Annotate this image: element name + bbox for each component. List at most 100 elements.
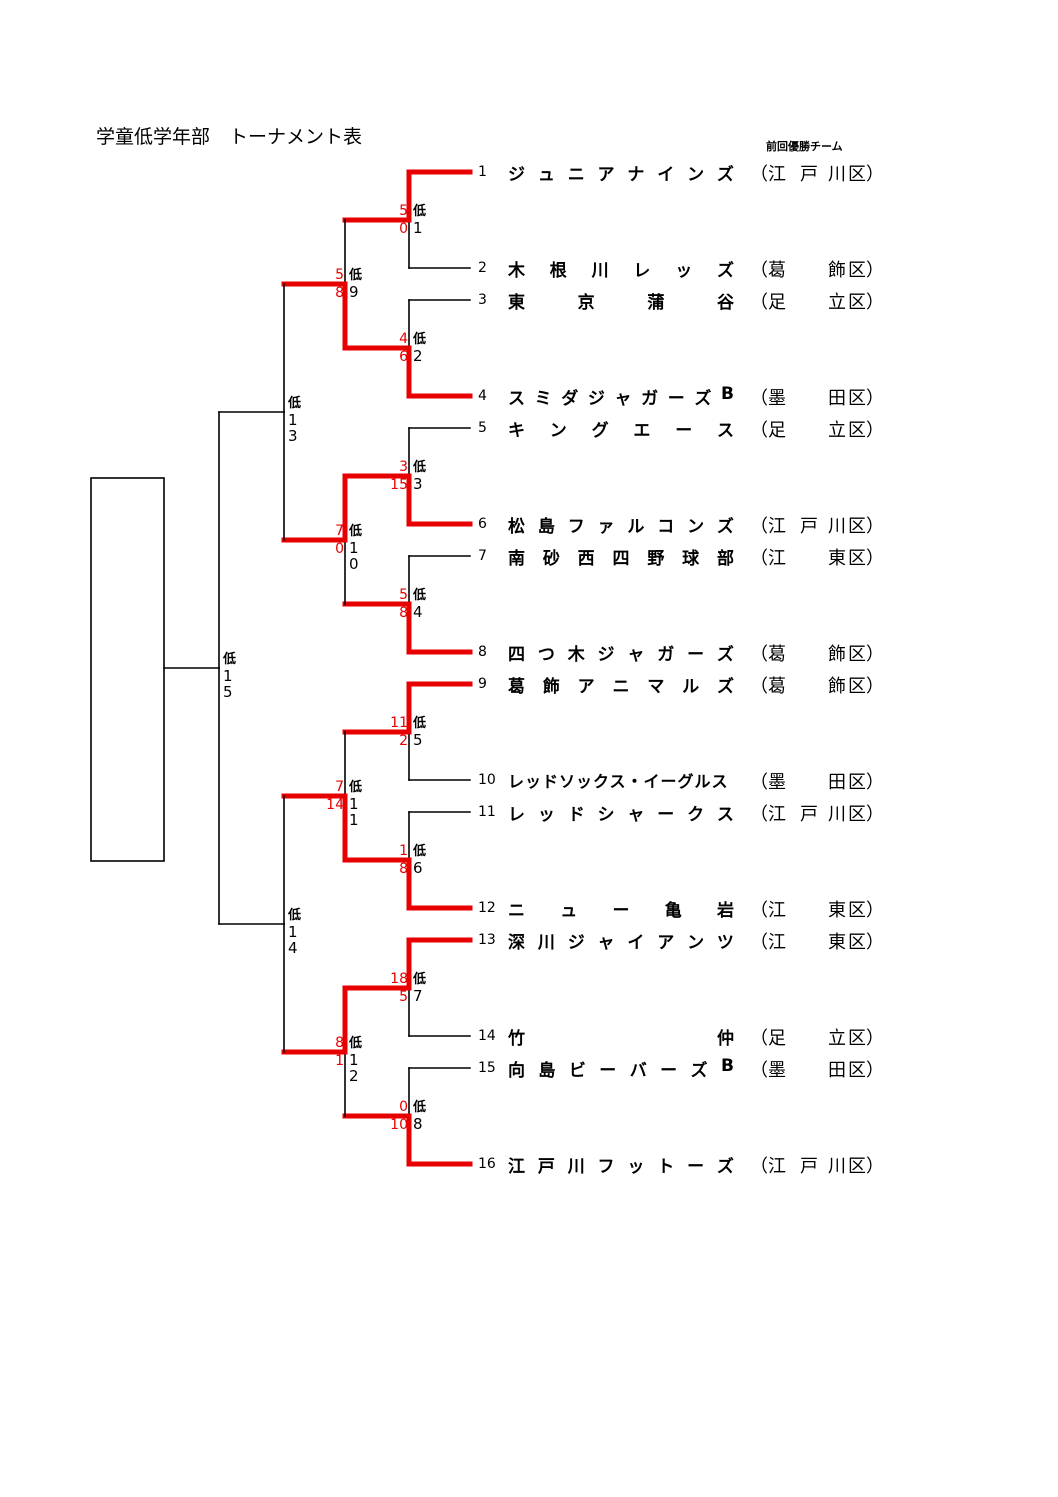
team-name: 木根川レッズ [508, 256, 734, 281]
ward-char: （ [750, 900, 768, 921]
game-number: 6 [413, 859, 423, 877]
team-name-char: ニ [612, 677, 630, 697]
team-name-char: ュ [560, 901, 578, 921]
team-name-char: ニ [567, 165, 585, 185]
team-name-char: ズ [694, 389, 712, 409]
team-name-char: ダ [561, 389, 579, 409]
division-mark: 低 [413, 972, 427, 987]
team-name-char: ャ [627, 805, 645, 825]
team-name-char: 川 [591, 261, 609, 281]
team-name-char: 亀 [664, 901, 682, 921]
team-name-char: ジ [567, 933, 585, 953]
ward-char: 戸 [800, 804, 818, 825]
division-mark: 低 [413, 588, 427, 603]
team-name-char: 木 [508, 261, 525, 281]
team-name-char: ー [612, 901, 630, 921]
game-number: 4 [288, 939, 298, 957]
team-name: 東京蒲谷 [508, 288, 734, 313]
team-name: 松島ファルコンズ [508, 512, 734, 537]
team-name-char: ニ [508, 901, 525, 921]
game-number: 1 [288, 411, 298, 429]
team-name-char: ズ [716, 677, 734, 697]
team-name-char: コ [657, 517, 675, 537]
game-number: 0 [349, 555, 359, 573]
ward-char: （ [750, 644, 768, 665]
ward-char: 区） [848, 548, 884, 569]
ward-char: 川 [828, 164, 846, 185]
team-name-char: 戸 [537, 1157, 555, 1177]
division-mark: 低 [349, 524, 363, 539]
score-bottom: 6 [399, 349, 408, 365]
game-number: 2 [413, 347, 423, 365]
team-name-char: ー [599, 1061, 617, 1081]
ward-char: 江 [768, 1156, 786, 1177]
team-name-char: ン [687, 517, 705, 537]
ward-char: 田 [828, 772, 846, 793]
team-name-char: ジ [597, 645, 615, 665]
ward-char: 区） [848, 772, 884, 793]
team-name-char: エ [633, 421, 651, 441]
team-seed: 2 [478, 260, 487, 276]
game-number: 1 [413, 219, 423, 237]
team-name-char: ル [627, 517, 645, 537]
team-name-char: ー [675, 421, 693, 441]
team-name-char: ナ [627, 165, 645, 185]
ward-char: 東 [828, 900, 846, 921]
team-name-char: ャ [597, 933, 615, 953]
ward-char: （ [750, 516, 768, 537]
team-name-char: ン [687, 165, 705, 185]
team-name-char: 木 [567, 645, 585, 665]
ward-char: 江 [768, 804, 786, 825]
ward-char: 江 [768, 548, 786, 569]
division-mark: 低 [413, 1100, 427, 1115]
ward-char: 区） [848, 1028, 884, 1049]
page-title: 学童低学年部 トーナメント表 [96, 126, 363, 148]
ward-char: 葛 [768, 676, 786, 697]
team-seed: 15 [478, 1060, 496, 1076]
team-name-char: キ [508, 421, 525, 441]
score-bottom: 5 [399, 989, 408, 1005]
team-name-char: B [721, 384, 734, 404]
team-name-char: グ [591, 421, 609, 441]
team-seed: 11 [478, 804, 496, 820]
team-name-char: 仲 [717, 1029, 734, 1049]
team-name-char: イ [657, 165, 675, 185]
team-name-char: 島 [537, 517, 555, 537]
ward-char: 立 [828, 1028, 846, 1049]
team-name-char: ュ [537, 165, 555, 185]
team-name-char: ー [687, 645, 705, 665]
score-bottom: 8 [335, 285, 344, 301]
score-bottom: 8 [399, 605, 408, 621]
ward-char: 墨 [768, 388, 786, 409]
ward-char: 葛 [768, 260, 786, 281]
team-seed: 10 [478, 772, 496, 788]
team-name-char: 南 [508, 549, 525, 569]
team-name-char: ッ [675, 261, 693, 281]
score-top: 0 [399, 1099, 408, 1115]
ward-char: 葛 [768, 644, 786, 665]
ward-char: （ [750, 676, 768, 697]
ward-char: 飾 [828, 676, 846, 697]
ward-char: 飾 [828, 260, 846, 281]
team-name-char: ガ [641, 389, 659, 409]
team-name-char: B [720, 1056, 734, 1076]
game-number: 5 [413, 731, 423, 749]
team-name-char: 蒲 [647, 293, 665, 313]
team-name-char: ト [657, 1157, 675, 1177]
score-top: 3 [399, 459, 408, 475]
team-name-char: ド [567, 805, 585, 825]
score-bottom: 1 [335, 1053, 344, 1069]
team-seed: 7 [478, 548, 487, 564]
game-number: 1 [349, 811, 359, 829]
